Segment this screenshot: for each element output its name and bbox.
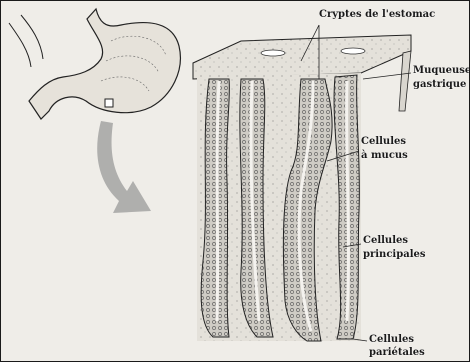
label-parietales-line2: pariétales [369,347,425,359]
label-cryptes: Cryptes de l'estomac [319,9,435,21]
gastric-gland-illustration [193,25,411,341]
curved-arrow [97,121,151,213]
label-mucus-line2: à mucus [361,150,408,162]
label-principales-line2: principales [363,249,425,261]
label-principales-line1: Cellules [363,235,408,247]
label-mucus-line1: Cellules [361,136,406,148]
label-muqueuse-line1: Muqueuse [413,65,470,77]
label-muqueuse-line2: gastrique [413,79,466,91]
stomach-illustration [9,9,180,119]
label-parietales-line1: Cellules [369,334,414,346]
